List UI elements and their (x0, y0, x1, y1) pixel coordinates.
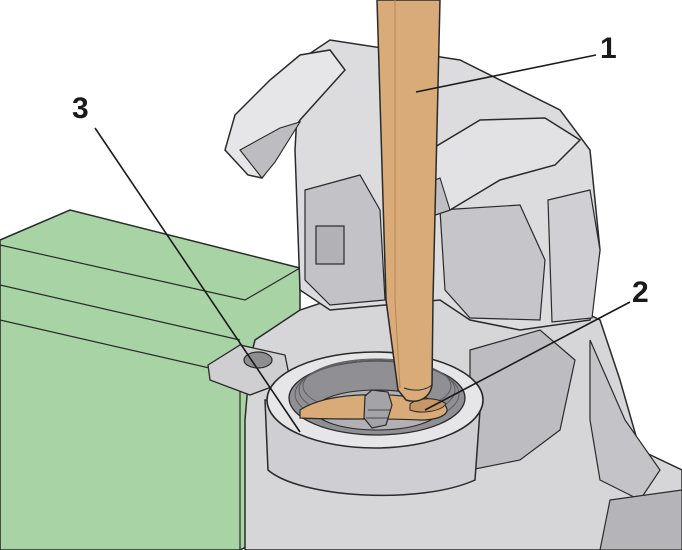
leader-line-3 (94, 127, 301, 433)
callout-2: 2 (632, 276, 649, 309)
upper-bracket (224, 39, 601, 331)
callout-1: 1 (600, 32, 617, 65)
threaded-bore (264, 351, 484, 497)
leader-line-2 (424, 301, 631, 411)
callout-3: 3 (72, 92, 89, 125)
leader-lines (94, 54, 631, 433)
pry-tool (376, 0, 441, 402)
leader-line-1 (415, 54, 597, 93)
